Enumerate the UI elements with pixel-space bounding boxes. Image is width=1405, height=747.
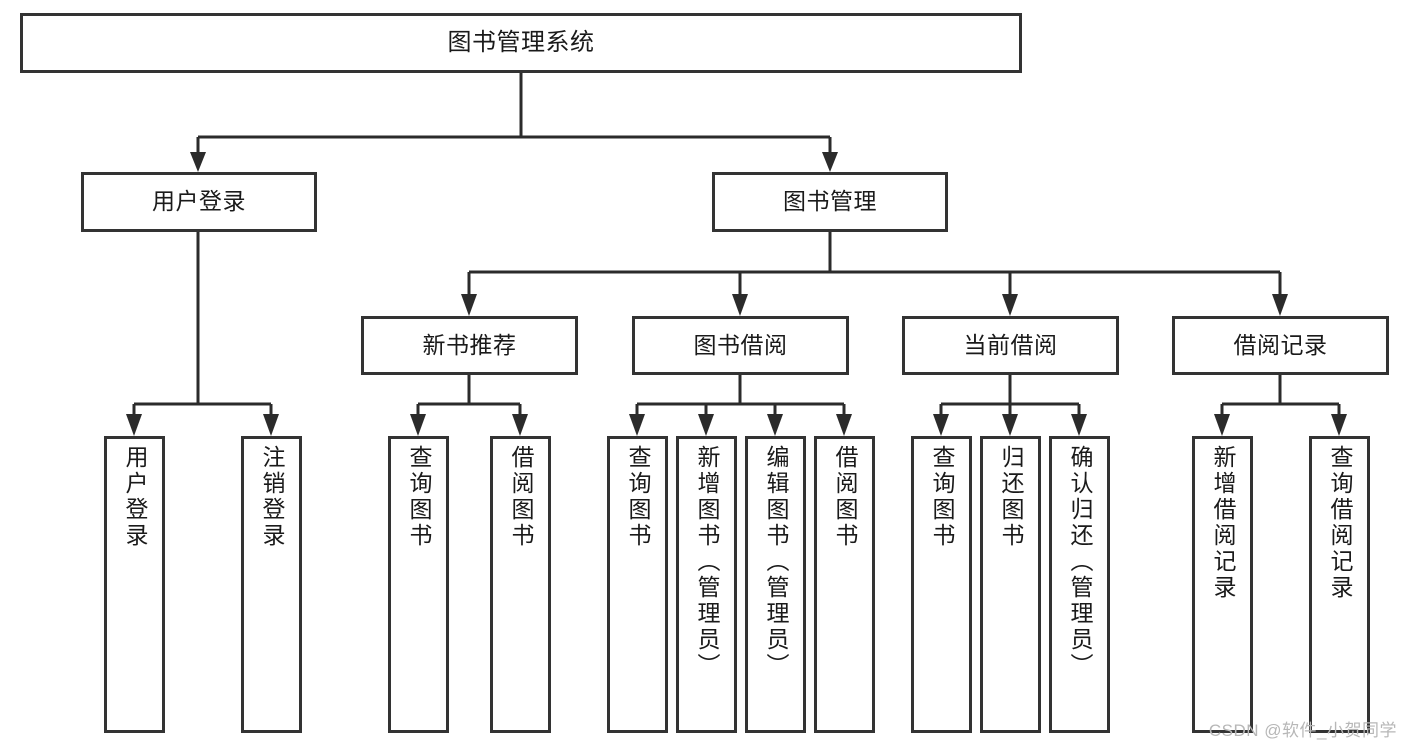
arrowhead-leaf-borrow-book-2 xyxy=(836,414,852,436)
node-label: 图书借阅 xyxy=(693,331,788,358)
node-label: 查询图书 xyxy=(625,445,651,549)
csdn-watermark: CSDN @软件_小贺同学 xyxy=(1208,721,1397,740)
node-label: 图书管理系统 xyxy=(447,28,595,56)
node-label: 当前借阅 xyxy=(963,331,1058,358)
arrowhead-leaf-query-borrow-record xyxy=(1331,414,1347,436)
arrowhead-leaf-logout-login xyxy=(263,414,279,436)
node-label: 用户登录 xyxy=(122,445,148,549)
node-label: 借阅记录 xyxy=(1233,331,1328,358)
arrowhead-leaf-borrow-book-1 xyxy=(512,414,528,436)
arrowhead-leaf-add-borrow-record xyxy=(1214,414,1230,436)
arrowhead-leaf-confirm-return xyxy=(1071,414,1087,436)
arrowhead-leaf-query-book-1 xyxy=(410,414,426,436)
arrowhead-leaf-user-login xyxy=(126,414,142,436)
arrowhead-leaf-query-book-2 xyxy=(629,414,645,436)
arrowhead-borrow-record xyxy=(1272,294,1288,316)
arrowhead-book-manage xyxy=(822,152,838,172)
node-label: 查询图书 xyxy=(929,445,955,549)
node-leaf-user-login[interactable]: 用户登录 xyxy=(104,436,165,733)
node-leaf-query-book-current[interactable]: 查询图书 xyxy=(911,436,972,733)
arrowhead-user-login xyxy=(190,152,206,172)
node-user-login[interactable]: 用户登录 xyxy=(81,172,317,232)
node-leaf-query-borrow-record[interactable]: 查询借阅记录 xyxy=(1309,436,1370,733)
node-label: 查询借阅记录 xyxy=(1327,445,1353,601)
node-leaf-borrow-book[interactable]: 借阅图书 xyxy=(814,436,875,733)
node-leaf-add-book[interactable]: 新增图书（管理员） xyxy=(676,436,737,733)
node-label: 借阅图书 xyxy=(832,445,858,549)
node-label: 查询图书 xyxy=(406,445,432,549)
node-leaf-edit-book[interactable]: 编辑图书（管理员） xyxy=(745,436,806,733)
node-root-book-management-system[interactable]: 图书管理系统 xyxy=(20,13,1022,73)
node-new-book-recommend[interactable]: 新书推荐 xyxy=(361,316,578,375)
arrowhead-new-book-recommend xyxy=(461,294,477,316)
node-leaf-query-book-borrow[interactable]: 查询图书 xyxy=(607,436,668,733)
node-leaf-return-book[interactable]: 归还图书 xyxy=(980,436,1041,733)
node-book-manage[interactable]: 图书管理 xyxy=(712,172,948,232)
node-current-borrow[interactable]: 当前借阅 xyxy=(902,316,1119,375)
node-book-borrow[interactable]: 图书借阅 xyxy=(632,316,849,375)
node-leaf-add-borrow-record[interactable]: 新增借阅记录 xyxy=(1192,436,1253,733)
node-label: 归还图书 xyxy=(998,445,1024,549)
arrowhead-leaf-query-book-3 xyxy=(933,414,949,436)
node-label: 借阅图书 xyxy=(508,445,534,549)
node-leaf-confirm-return[interactable]: 确认归还（管理员） xyxy=(1049,436,1110,733)
arrowhead-leaf-add-book xyxy=(698,414,714,436)
arrowhead-book-borrow xyxy=(732,294,748,316)
node-label: 编辑图书（管理员） xyxy=(763,445,789,679)
node-leaf-query-book-recommend[interactable]: 查询图书 xyxy=(388,436,449,733)
arrowhead-leaf-return-book xyxy=(1002,414,1018,436)
node-label: 确认归还（管理员） xyxy=(1067,445,1093,679)
node-borrow-record[interactable]: 借阅记录 xyxy=(1172,316,1389,375)
node-label: 新书推荐 xyxy=(422,331,517,358)
node-label: 图书管理 xyxy=(783,188,877,215)
node-label: 新增借阅记录 xyxy=(1210,445,1236,601)
node-label: 用户登录 xyxy=(152,188,246,215)
node-leaf-borrow-book-recommend[interactable]: 借阅图书 xyxy=(490,436,551,733)
node-leaf-logout-login[interactable]: 注销登录 xyxy=(241,436,302,733)
node-label: 注销登录 xyxy=(259,445,285,549)
arrowhead-leaf-edit-book xyxy=(767,414,783,436)
arrowhead-current-borrow xyxy=(1002,294,1018,316)
node-label: 新增图书（管理员） xyxy=(694,445,720,679)
